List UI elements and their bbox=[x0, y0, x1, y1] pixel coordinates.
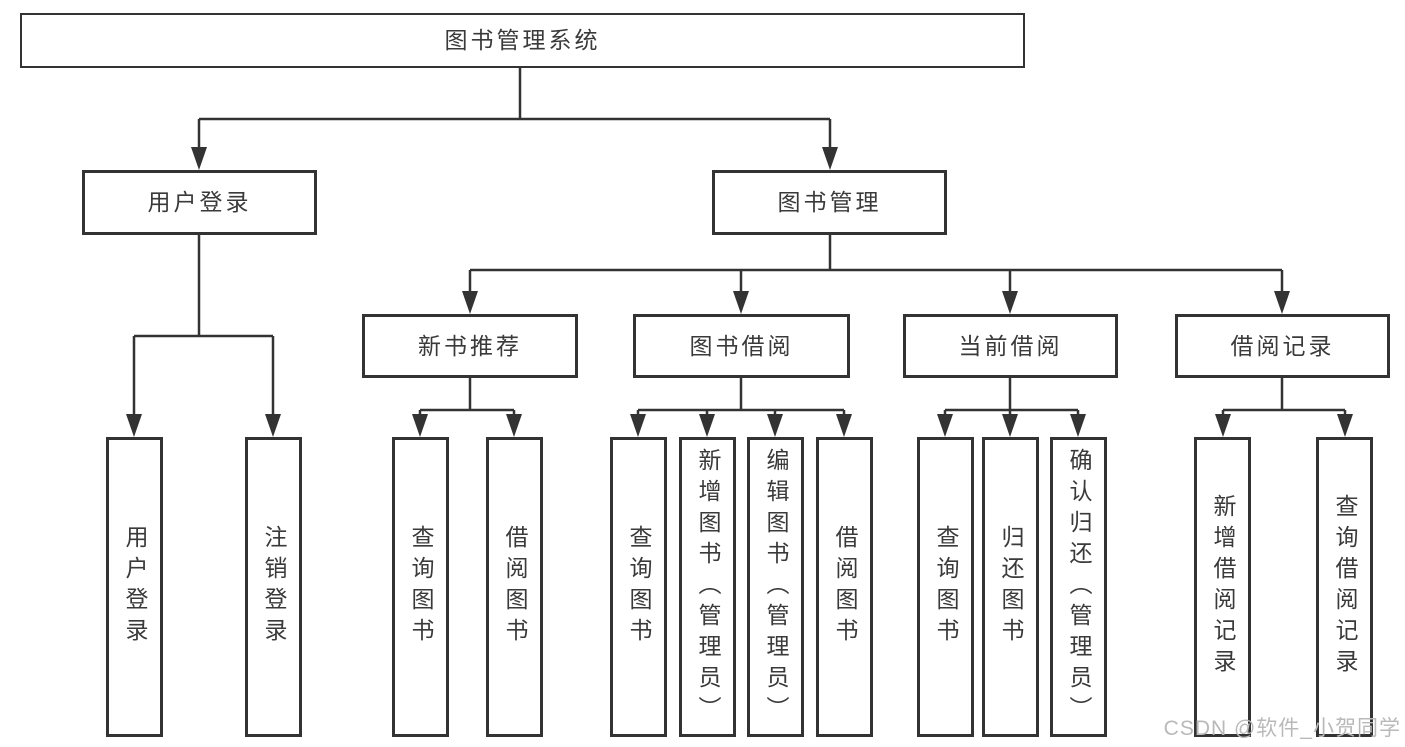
node-label: 确认归还（管理员） bbox=[1066, 447, 1092, 727]
node-label: 查询图书 bbox=[626, 525, 652, 649]
node-label: 新增借阅记录 bbox=[1210, 494, 1236, 680]
node-label: 借阅记录 bbox=[1230, 332, 1335, 359]
leaf-query-books: 查询图书 bbox=[610, 437, 667, 737]
connector-user-login-children bbox=[132, 235, 275, 416]
leaf-logout: 注销登录 bbox=[245, 437, 302, 737]
node-label: 当前借阅 bbox=[958, 332, 1063, 359]
leaf-query-books: 查询图书 bbox=[392, 437, 449, 737]
arrow-down-icon bbox=[699, 414, 715, 437]
leaf-user-login: 用户登录 bbox=[106, 437, 163, 737]
node-label: 图书管理系统 bbox=[444, 27, 601, 53]
arrow-down-icon bbox=[1070, 414, 1086, 437]
node-label: 注销登录 bbox=[261, 525, 287, 649]
leaf-return-books: 归还图书 bbox=[982, 437, 1039, 737]
arrow-down-icon bbox=[126, 414, 142, 437]
node-label: 查询借阅记录 bbox=[1332, 494, 1358, 680]
arrow-down-icon bbox=[412, 414, 428, 437]
node-label: 新书推荐 bbox=[418, 332, 522, 359]
node-label: 归还图书 bbox=[998, 525, 1024, 649]
node-label: 查询图书 bbox=[933, 525, 959, 649]
arrow-down-icon bbox=[191, 147, 207, 170]
leaf-add-books-admin: 新增图书（管理员） bbox=[679, 437, 736, 737]
leaf-borrow-books: 借阅图书 bbox=[486, 437, 543, 737]
connector-new-book-rec-children bbox=[418, 378, 516, 417]
arrow-down-icon bbox=[506, 414, 522, 437]
node-label: 用户登录 bbox=[147, 189, 252, 215]
leaf-edit-books-admin: 编辑图书（管理员） bbox=[747, 437, 804, 737]
node-system-root: 图书管理系统 bbox=[20, 13, 1025, 68]
node-current-borrow: 当前借阅 bbox=[903, 314, 1118, 378]
node-label: 图书管理 bbox=[777, 189, 882, 215]
arrow-down-icon bbox=[1215, 414, 1231, 437]
connector-book-borrow-children bbox=[636, 378, 846, 417]
node-book-management: 图书管理 bbox=[712, 170, 947, 235]
connector-book-mgmt-children bbox=[468, 235, 1284, 292]
arrowheads bbox=[126, 147, 1353, 437]
node-label: 用户登录 bbox=[122, 525, 148, 649]
arrow-down-icon bbox=[265, 414, 281, 437]
leaf-confirm-return-admin: 确认归还（管理员） bbox=[1050, 437, 1107, 737]
arrow-down-icon bbox=[733, 291, 749, 314]
node-book-borrow: 图书借阅 bbox=[633, 314, 850, 378]
node-label: 借阅图书 bbox=[832, 525, 858, 649]
arrow-down-icon bbox=[630, 414, 646, 437]
node-label: 查询图书 bbox=[408, 525, 434, 649]
node-user-login: 用户登录 bbox=[82, 170, 317, 235]
leaf-query-borrow-record: 查询借阅记录 bbox=[1316, 437, 1373, 737]
arrow-down-icon bbox=[1002, 414, 1018, 437]
csdn-watermark: CSDN @软件_小贺同学 bbox=[1163, 717, 1401, 740]
arrow-down-icon bbox=[767, 414, 783, 437]
connector-current-borrow-children bbox=[943, 378, 1080, 417]
connector-root-to-level2 bbox=[197, 68, 832, 149]
leaf-add-borrow-record: 新增借阅记录 bbox=[1194, 437, 1251, 737]
arrow-down-icon bbox=[1002, 291, 1018, 314]
arrow-down-icon bbox=[1337, 414, 1353, 437]
node-label: 借阅图书 bbox=[502, 525, 528, 649]
connector-borrow-records-children bbox=[1221, 378, 1347, 417]
arrow-down-icon bbox=[937, 414, 953, 437]
node-borrow-records: 借阅记录 bbox=[1175, 314, 1390, 378]
arrow-down-icon bbox=[822, 147, 838, 170]
arrow-down-icon bbox=[836, 414, 852, 437]
arrow-down-icon bbox=[1274, 291, 1290, 314]
leaf-query-books: 查询图书 bbox=[917, 437, 974, 737]
node-label: 编辑图书（管理员） bbox=[763, 447, 789, 727]
node-new-book-recommend: 新书推荐 bbox=[362, 314, 578, 378]
node-label: 图书借阅 bbox=[689, 332, 794, 359]
leaf-borrow-books: 借阅图书 bbox=[816, 437, 873, 737]
arrow-down-icon bbox=[462, 291, 478, 314]
node-label: 新增图书（管理员） bbox=[695, 447, 721, 727]
